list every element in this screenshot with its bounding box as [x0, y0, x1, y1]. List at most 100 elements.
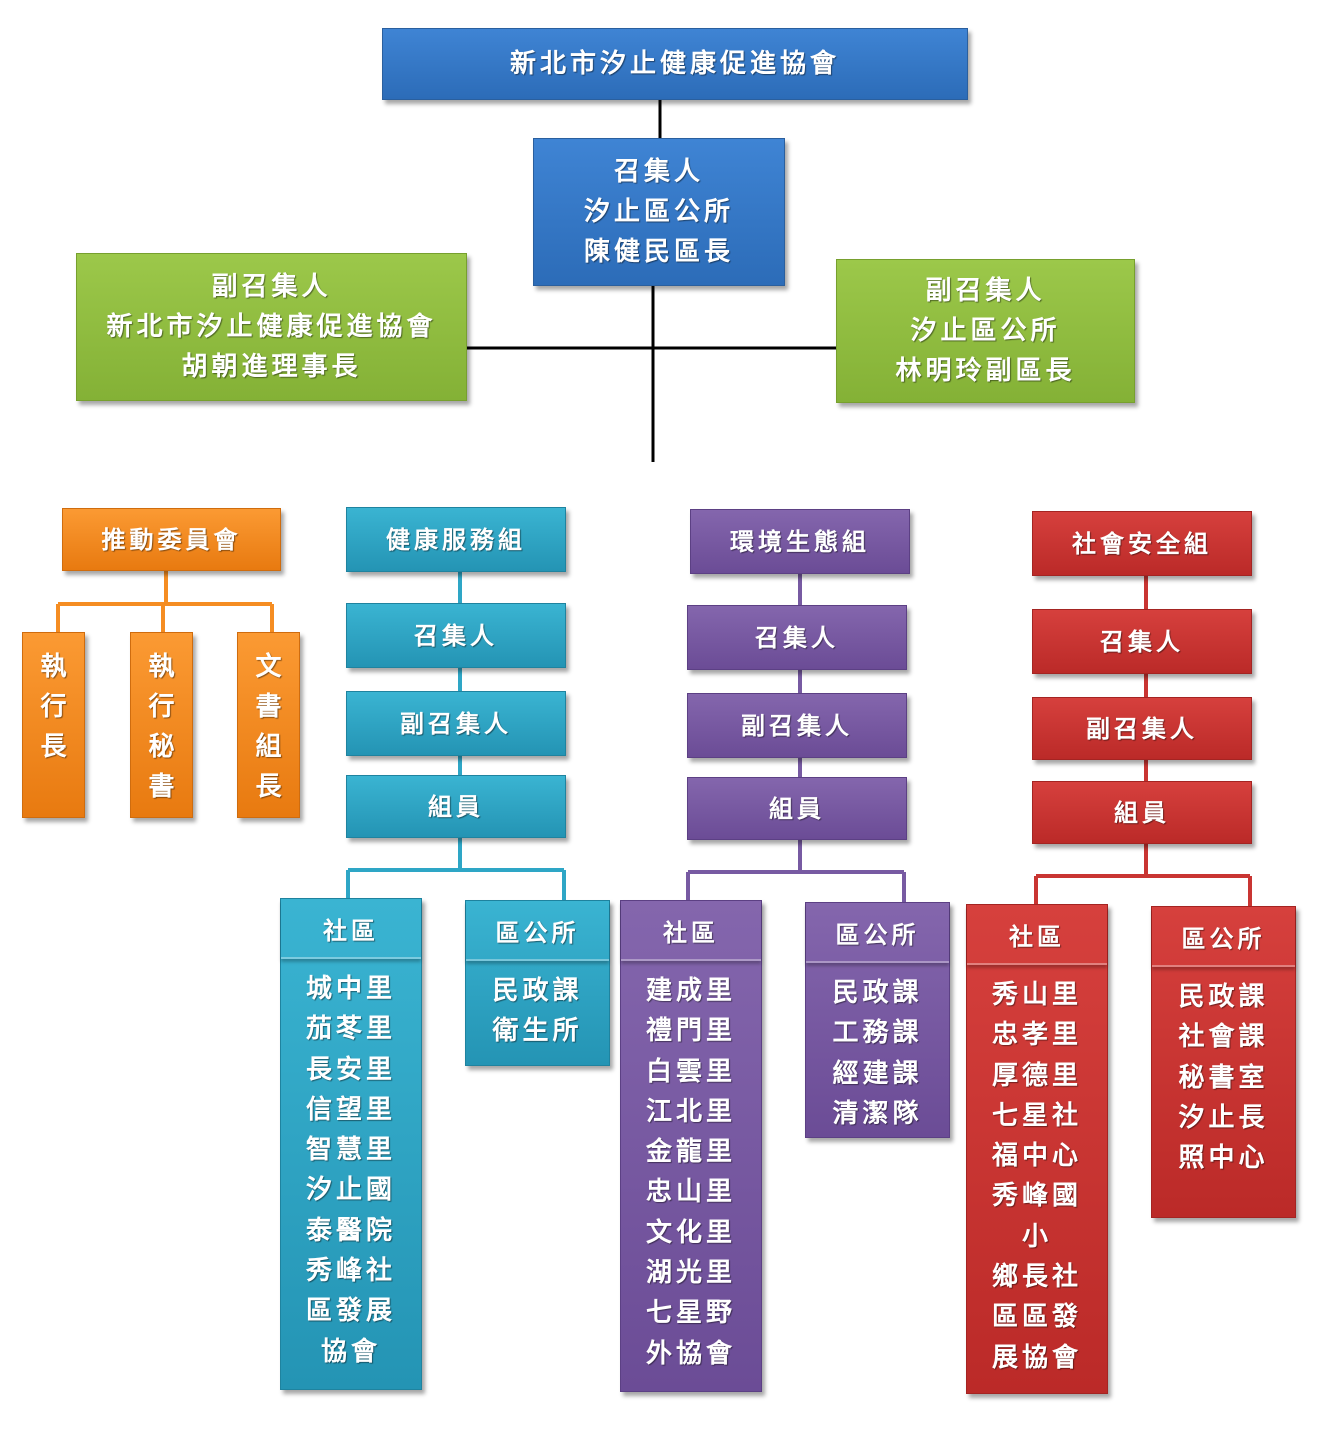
list-item: 汐止長	[1178, 1102, 1269, 1133]
safety-community-box: 社區 秀山里 忠孝里 厚德里 七星社 福中心 秀峰國 小 鄉長社 區區發 展協會	[966, 904, 1108, 1394]
environment-convener: 召集人	[755, 623, 839, 652]
list-item: 江北里	[645, 1096, 736, 1127]
list-item: 厚德里	[991, 1060, 1082, 1091]
health-office-box: 區公所 民政課 衛生所	[465, 900, 610, 1066]
health-title: 健康服務組	[386, 525, 526, 554]
environment-office-header: 區公所	[806, 903, 949, 963]
convener-org: 汐止區公所	[583, 197, 734, 227]
safety-member-box: 組員	[1032, 781, 1252, 844]
list-item: 長安里	[305, 1054, 396, 1085]
list-item: 鄉長社	[991, 1262, 1082, 1293]
list-item: 信望里	[305, 1094, 396, 1125]
committee-member-char: 行	[40, 692, 67, 722]
safety-member: 組員	[1114, 798, 1170, 827]
list-item: 湖光里	[645, 1258, 736, 1289]
committee-member-char: 組	[255, 732, 282, 762]
safety-deputy: 副召集人	[1086, 714, 1198, 743]
committee-box: 推動委員會	[62, 508, 281, 571]
health-deputy: 副召集人	[400, 709, 512, 738]
committee-member-ceo: 執 行 長	[22, 632, 85, 818]
deputy-left-box: 副召集人 新北市汐止健康促進協會 胡朝進理事長	[76, 253, 467, 401]
safety-community-header: 社區	[967, 905, 1107, 965]
committee-member-char: 書	[255, 692, 282, 722]
committee-member-char: 書	[148, 772, 175, 802]
list-item: 照中心	[1178, 1143, 1269, 1174]
environment-deputy: 副召集人	[741, 711, 853, 740]
environment-title-box: 環境生態組	[690, 509, 910, 574]
list-item: 工務課	[832, 1018, 923, 1049]
list-item: 七星野	[645, 1298, 736, 1329]
committee-member-char: 長	[255, 772, 282, 802]
list-item: 城中里	[305, 974, 396, 1004]
list-item: 衛生所	[492, 1016, 583, 1047]
safety-office-box: 區公所 民政課 社會課 秘書室 汐止長 照中心	[1151, 906, 1296, 1218]
safety-convener-box: 召集人	[1032, 609, 1252, 674]
list-item: 七星社	[991, 1100, 1082, 1131]
committee-member-char: 執	[148, 652, 175, 682]
environment-office-box: 區公所 民政課 工務課 經建課 清潔隊	[805, 902, 950, 1138]
list-item: 忠山里	[645, 1177, 736, 1208]
environment-community-box: 社區 建成里 禮門里 白雲里 江北里 金龍里 忠山里 文化里 湖光里 七星野 外…	[620, 900, 762, 1392]
environment-deputy-box: 副召集人	[687, 693, 907, 758]
safety-deputy-box: 副召集人	[1032, 697, 1252, 760]
safety-office-header: 區公所	[1152, 907, 1295, 967]
committee-member-clerk: 文 書 組 長	[237, 632, 300, 818]
org-title-box: 新北市汐止健康促進協會	[382, 28, 968, 100]
list-item: 區發展	[305, 1296, 396, 1327]
health-convener: 召集人	[414, 621, 498, 650]
list-item: 秘書室	[1178, 1062, 1269, 1093]
committee-title: 推動委員會	[101, 525, 242, 554]
health-office-header: 區公所	[466, 901, 609, 961]
list-item: 建成里	[645, 976, 736, 1006]
health-member-box: 組員	[346, 775, 566, 838]
convener-box: 召集人 汐止區公所 陳健民區長	[533, 138, 785, 286]
list-item: 民政課	[492, 976, 583, 1006]
list-item: 外協會	[645, 1338, 736, 1369]
deputy-right-role: 副召集人	[925, 276, 1046, 306]
safety-title-box: 社會安全組	[1032, 511, 1252, 576]
committee-member-char: 長	[40, 732, 67, 762]
list-item: 茄苳里	[305, 1014, 396, 1045]
convener-role: 召集人	[613, 157, 704, 187]
deputy-left-role: 副召集人	[211, 272, 332, 302]
deputy-right-org: 汐止區公所	[910, 316, 1061, 346]
deputy-left-org: 新北市汐止健康促進協會	[106, 312, 437, 342]
health-deputy-box: 副召集人	[346, 691, 566, 756]
list-item: 白雲里	[645, 1056, 736, 1087]
list-item: 福中心	[991, 1141, 1082, 1172]
list-item: 社會課	[1178, 1022, 1269, 1053]
list-item: 汐止國	[305, 1175, 396, 1206]
committee-member-char: 文	[255, 652, 282, 682]
safety-title: 社會安全組	[1072, 529, 1212, 558]
list-item: 秀峰社	[305, 1256, 396, 1287]
list-item: 智慧里	[305, 1135, 396, 1166]
deputy-right-box: 副召集人 汐止區公所 林明玲副區長	[836, 259, 1135, 403]
environment-convener-box: 召集人	[687, 605, 907, 670]
committee-member-char: 秘	[148, 732, 175, 762]
list-item: 金龍里	[645, 1137, 736, 1168]
health-convener-box: 召集人	[346, 603, 566, 668]
committee-member-char: 行	[148, 692, 175, 722]
health-community-header: 社區	[281, 899, 421, 959]
committee-member-char: 執	[40, 652, 67, 682]
list-item: 文化里	[645, 1217, 736, 1248]
list-item: 民政課	[1178, 982, 1269, 1012]
list-item: 泰醫院	[305, 1215, 396, 1246]
environment-member-box: 組員	[687, 777, 907, 840]
health-member: 組員	[428, 792, 484, 821]
list-item: 清潔隊	[832, 1098, 923, 1129]
deputy-left-person: 胡朝進理事長	[181, 352, 362, 382]
org-title: 新北市汐止健康促進協會	[509, 49, 840, 79]
list-item: 經建課	[832, 1058, 923, 1089]
list-item: 民政課	[832, 978, 923, 1008]
list-item: 小	[1021, 1221, 1052, 1252]
environment-community-header: 社區	[621, 901, 761, 961]
list-item: 秀山里	[991, 980, 1082, 1010]
list-item: 秀峰國	[991, 1181, 1082, 1212]
safety-convener: 召集人	[1100, 627, 1184, 656]
convener-person: 陳健民區長	[583, 237, 734, 267]
committee-member-secretary: 執 行 秘 書	[130, 632, 193, 818]
deputy-right-person: 林明玲副區長	[895, 356, 1076, 386]
list-item: 禮門里	[645, 1016, 736, 1047]
